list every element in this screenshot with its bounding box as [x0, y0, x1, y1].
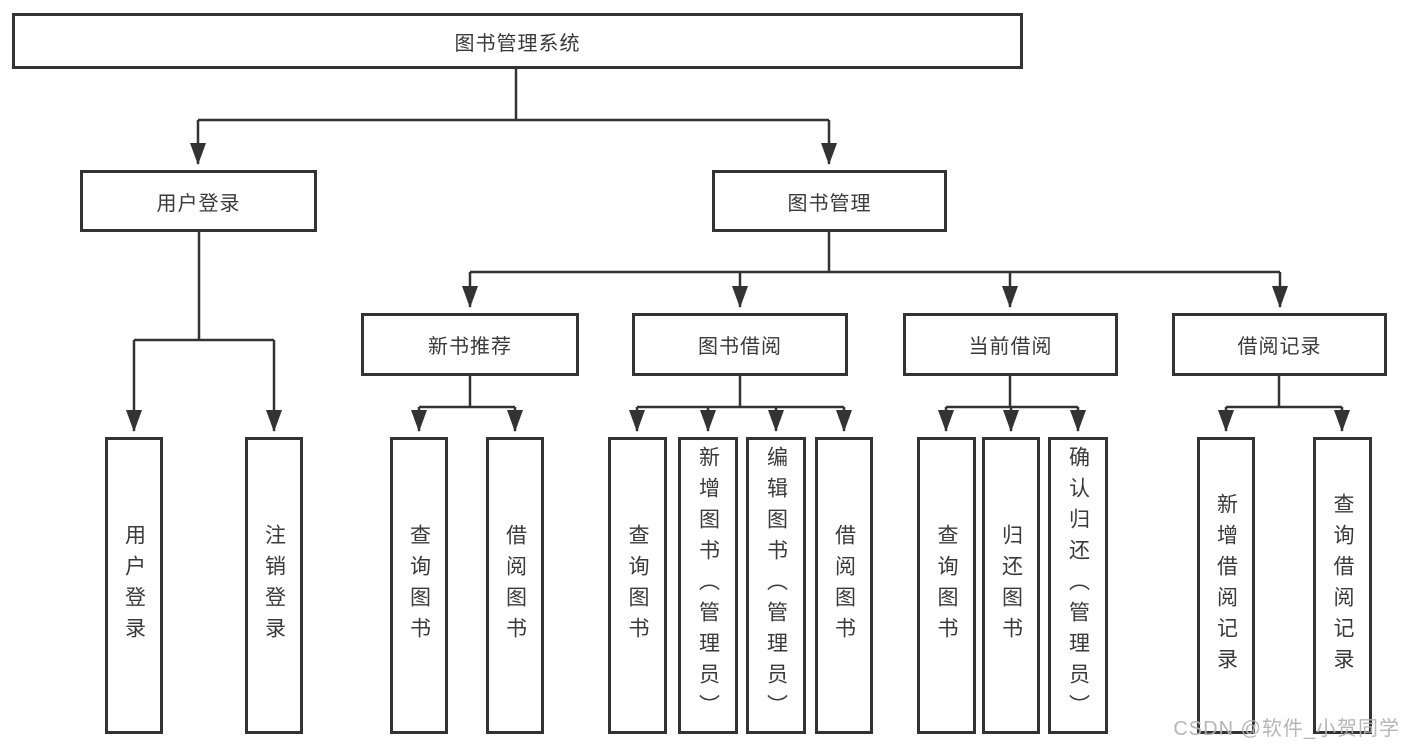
leaf-add-borrow-record: 新增借阅记录	[1197, 437, 1255, 734]
leaf-edit-book-admin: 编辑图书（管理员）	[746, 437, 806, 734]
node-library-management-system: 图书管理系统	[12, 13, 1023, 69]
leaf-query-borrow-record: 查询借阅记录	[1313, 437, 1372, 734]
leaf-user-login: 用户登录	[105, 437, 163, 734]
node-new-book-recommendation: 新书推荐	[361, 313, 579, 376]
leaf-query-books-borrowing: 查询图书	[608, 437, 667, 734]
leaf-logout: 注销登录	[245, 437, 303, 734]
leaf-confirm-return-admin: 确认归还（管理员）	[1048, 437, 1108, 734]
leaf-query-books-current: 查询图书	[917, 437, 976, 734]
node-user-login: 用户登录	[80, 170, 317, 232]
csdn-watermark: CSDN @软件_小贺同学	[1173, 718, 1400, 740]
leaf-borrow-books: 借阅图书	[815, 437, 873, 734]
leaf-borrow-books-recommend: 借阅图书	[486, 437, 544, 734]
node-borrowing-records: 借阅记录	[1172, 313, 1387, 376]
node-book-management: 图书管理	[712, 170, 947, 232]
node-book-borrowing: 图书借阅	[632, 313, 848, 376]
node-current-borrowing: 当前借阅	[903, 313, 1118, 376]
leaf-add-book-admin: 新增图书（管理员）	[678, 437, 738, 734]
leaf-return-book: 归还图书	[982, 437, 1040, 734]
leaf-query-books-recommend: 查询图书	[390, 437, 448, 734]
